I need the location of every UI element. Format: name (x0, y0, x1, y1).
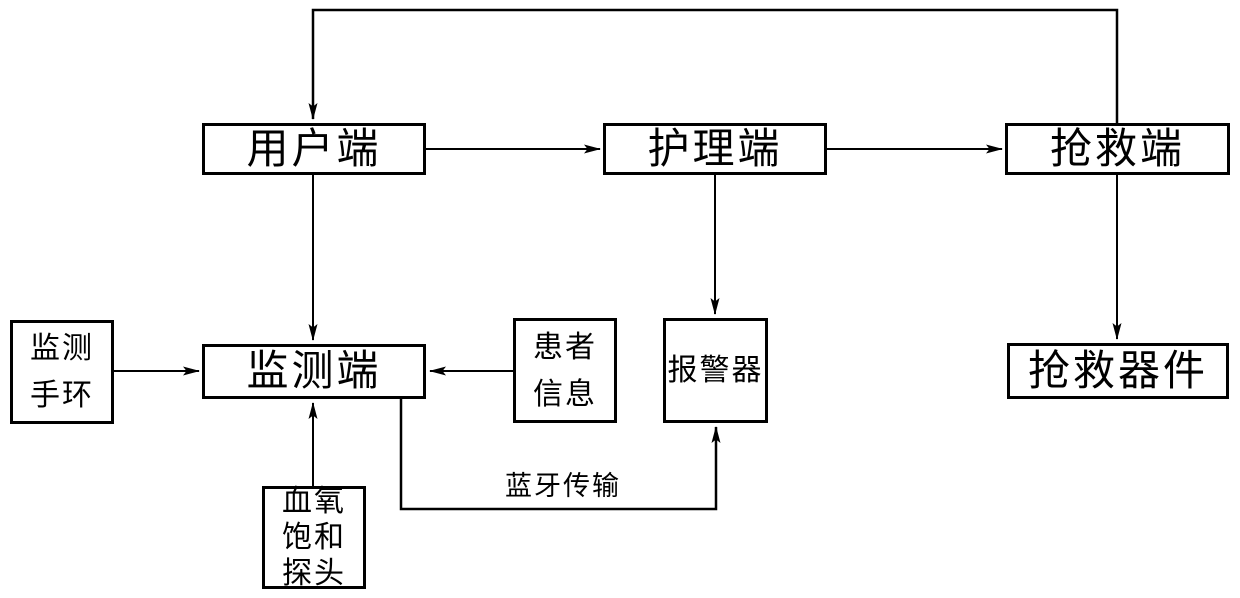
node-patient-info-line1: 患者 (533, 329, 597, 365)
connector-rescue-to-user (308, 8, 1119, 123)
node-patient-info: 患者 信息 (513, 318, 617, 423)
node-rescue-equipment-label: 抢救器件 (1027, 345, 1208, 395)
connector-monitor-to-alarm-bluetooth (399, 399, 721, 511)
node-user-terminal: 用户端 (202, 123, 426, 175)
node-blood-oxygen-probe: 血氧 饱和 探头 (262, 484, 366, 591)
node-alarm-label: 报警器 (667, 353, 764, 388)
node-blood-oxygen-probe-line1: 血氧 (282, 484, 346, 519)
node-blood-oxygen-probe-line3: 探头 (282, 556, 346, 591)
node-monitoring-bracelet: 监测 手环 (10, 320, 114, 424)
node-nursing-terminal-label: 护理端 (647, 123, 783, 173)
bluetooth-transmission-label: 蓝牙传输 (505, 471, 621, 502)
node-rescue-terminal: 抢救端 (1005, 123, 1230, 175)
node-monitoring-bracelet-line1: 监测 (30, 331, 94, 366)
node-monitoring-terminal: 监测端 (202, 344, 426, 399)
node-user-terminal-label: 用户端 (246, 123, 382, 173)
node-alarm: 报警器 (663, 318, 768, 423)
node-blood-oxygen-probe-line2: 饱和 (282, 520, 346, 555)
node-monitoring-bracelet-line2: 手环 (30, 378, 94, 413)
node-monitoring-terminal-label: 监测端 (246, 346, 382, 396)
node-rescue-terminal-label: 抢救端 (1049, 123, 1185, 173)
node-nursing-terminal: 护理端 (603, 123, 827, 175)
node-patient-info-line2: 信息 (533, 376, 597, 412)
node-rescue-equipment: 抢救器件 (1007, 343, 1229, 399)
